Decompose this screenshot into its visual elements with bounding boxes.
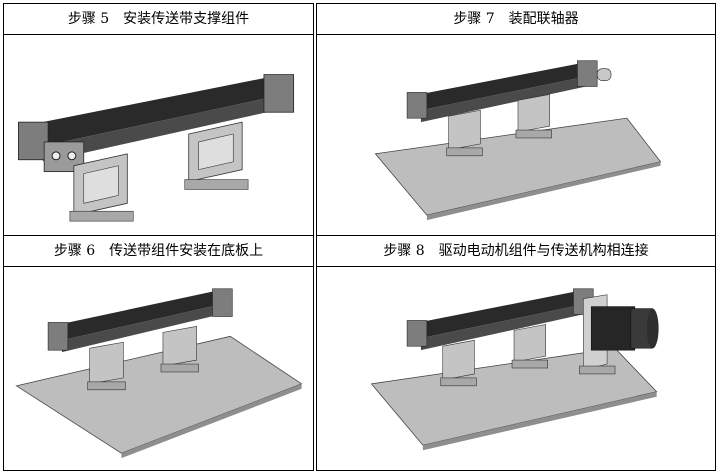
step-8-image — [316, 266, 716, 471]
step-6-image — [3, 266, 314, 471]
step-7-header: 步骤 7 装配联轴器 — [316, 3, 716, 35]
step-6-header: 步骤 6 传送带组件安装在底板上 — [3, 235, 314, 267]
step-5-header: 步骤 5 安装传送带支撑组件 — [3, 3, 314, 35]
step-7-image — [316, 34, 716, 236]
step-5-image — [3, 34, 314, 236]
step-8-header: 步骤 8 驱动电动机组件与传送机构相连接 — [316, 235, 716, 267]
